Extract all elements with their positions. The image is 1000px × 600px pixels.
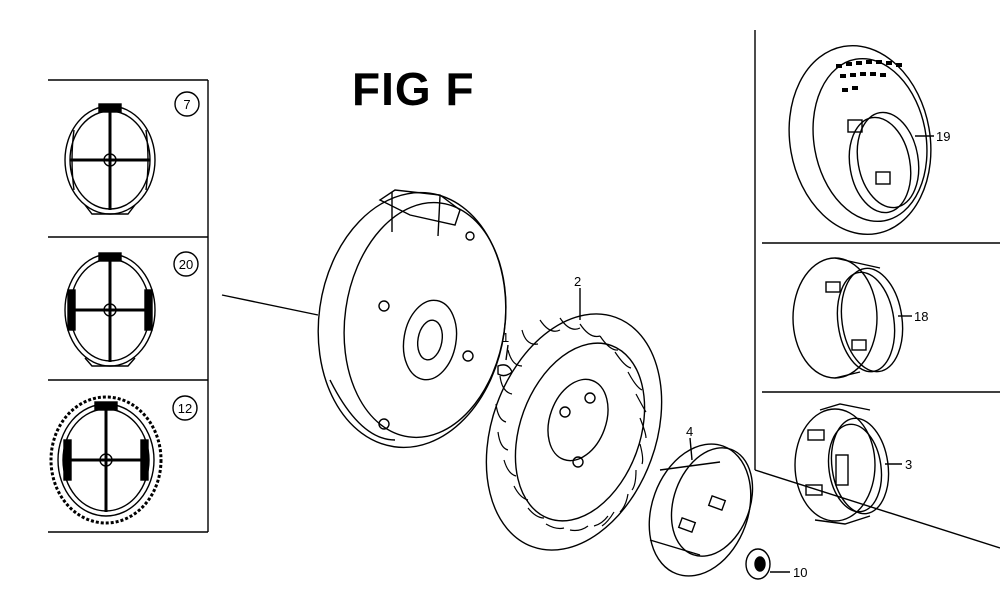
callout-20-label: 20	[179, 257, 193, 272]
drive-cup	[648, 437, 754, 577]
starter-pulley-part-19	[788, 44, 934, 236]
callout-18-label: 18	[914, 309, 928, 324]
ratchet-drive-part-3	[794, 403, 902, 525]
callout-10-label: 10	[793, 565, 807, 580]
left-inset-frame	[48, 79, 209, 533]
callout-2-label: 2	[574, 274, 581, 289]
flywheel-fan	[485, 288, 663, 551]
callout-7: 7	[174, 91, 200, 117]
callout-4-label: 4	[686, 424, 693, 439]
clutch-gear-part-12	[49, 395, 163, 525]
callout-3-label: 3	[905, 457, 912, 472]
flange-nut	[745, 548, 790, 580]
callout-1-label: 1	[502, 330, 509, 345]
callout-7-label: 7	[183, 97, 190, 112]
clutch-shoe-part-7	[64, 103, 156, 215]
callout-19-label: 19	[936, 129, 950, 144]
clutch-shoe-part-20	[64, 252, 156, 367]
callout-12: 12	[172, 395, 198, 421]
flywheel-housing	[317, 189, 507, 449]
right-inset-frame	[754, 30, 1000, 549]
callout-12-label: 12	[178, 401, 192, 416]
figure-title: FIG F	[352, 63, 475, 115]
callout-20: 20	[173, 251, 199, 277]
inset-leader-line	[221, 294, 319, 316]
ratchet-cup-part-18	[792, 257, 912, 379]
